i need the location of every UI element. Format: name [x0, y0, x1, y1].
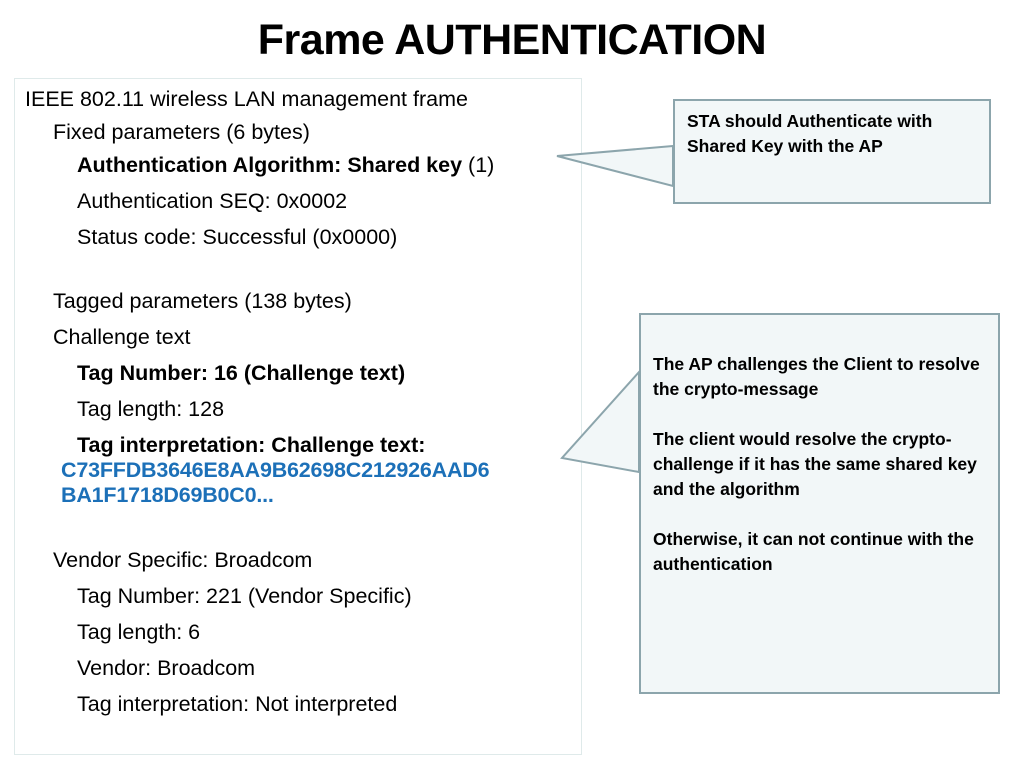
callout-sta-text: STA should Authenticate with Shared Key … — [687, 111, 933, 156]
callout-ap-text: The AP challenges the Client to resolve … — [653, 352, 989, 577]
packet-detail-panel: IEEE 802.11 wireless LAN management fram… — [14, 78, 582, 755]
packet-line-tag-interpretation-not: Tag interpretation: Not interpreted — [77, 692, 398, 716]
packet-line-vendor-specific: Vendor Specific: Broadcom — [53, 548, 313, 572]
packet-line-tag-number-16: Tag Number: 16 (Challenge text) — [77, 361, 406, 385]
packet-line-fixed-parameters: Fixed parameters (6 bytes) — [53, 120, 310, 144]
packet-line-auth-algorithm: Authentication Algorithm: Shared key (1) — [77, 153, 494, 177]
packet-line-tag-interpretation-challenge: Tag interpretation: Challenge text: — [77, 433, 426, 457]
callout-ap-paragraph-1: The AP challenges the Client to resolve … — [653, 354, 980, 399]
auth-algorithm-value: Authentication Algorithm: Shared key — [77, 153, 463, 177]
packet-line-auth-seq: Authentication SEQ: 0x0002 — [77, 189, 348, 213]
callout-ap-paragraph-3: Otherwise, it can not continue with the … — [653, 529, 974, 574]
packet-line-tag-number-221: Tag Number: 221 (Vendor Specific) — [77, 584, 412, 608]
page-title: Frame AUTHENTICATION — [257, 16, 767, 64]
packet-line-vendor-broadcom: Vendor: Broadcom — [77, 656, 256, 680]
callout-ap-paragraph-2: The client would resolve the crypto-chal… — [653, 429, 977, 499]
packet-line-challenge-text: Challenge text — [53, 325, 191, 349]
callout-ap-challenge: The AP challenges the Client to resolve … — [639, 313, 1000, 694]
challenge-hex-line-1: C73FFDB3646E8AA9B62698C212926AAD6 — [61, 458, 490, 482]
packet-line-root: IEEE 802.11 wireless LAN management fram… — [25, 87, 468, 111]
packet-line-tag-length-6: Tag length: 6 — [77, 620, 201, 644]
callout-sta-authenticate: STA should Authenticate with Shared Key … — [673, 99, 991, 204]
packet-line-status-code: Status code: Successful (0x0000) — [77, 225, 398, 249]
packet-line-tag-length-128: Tag length: 128 — [77, 397, 225, 421]
packet-line-tagged-parameters: Tagged parameters (138 bytes) — [53, 289, 352, 313]
challenge-hex-line-2: BA1F1718D69B0C0... — [61, 483, 274, 507]
auth-algorithm-suffix: (1) — [462, 153, 495, 177]
